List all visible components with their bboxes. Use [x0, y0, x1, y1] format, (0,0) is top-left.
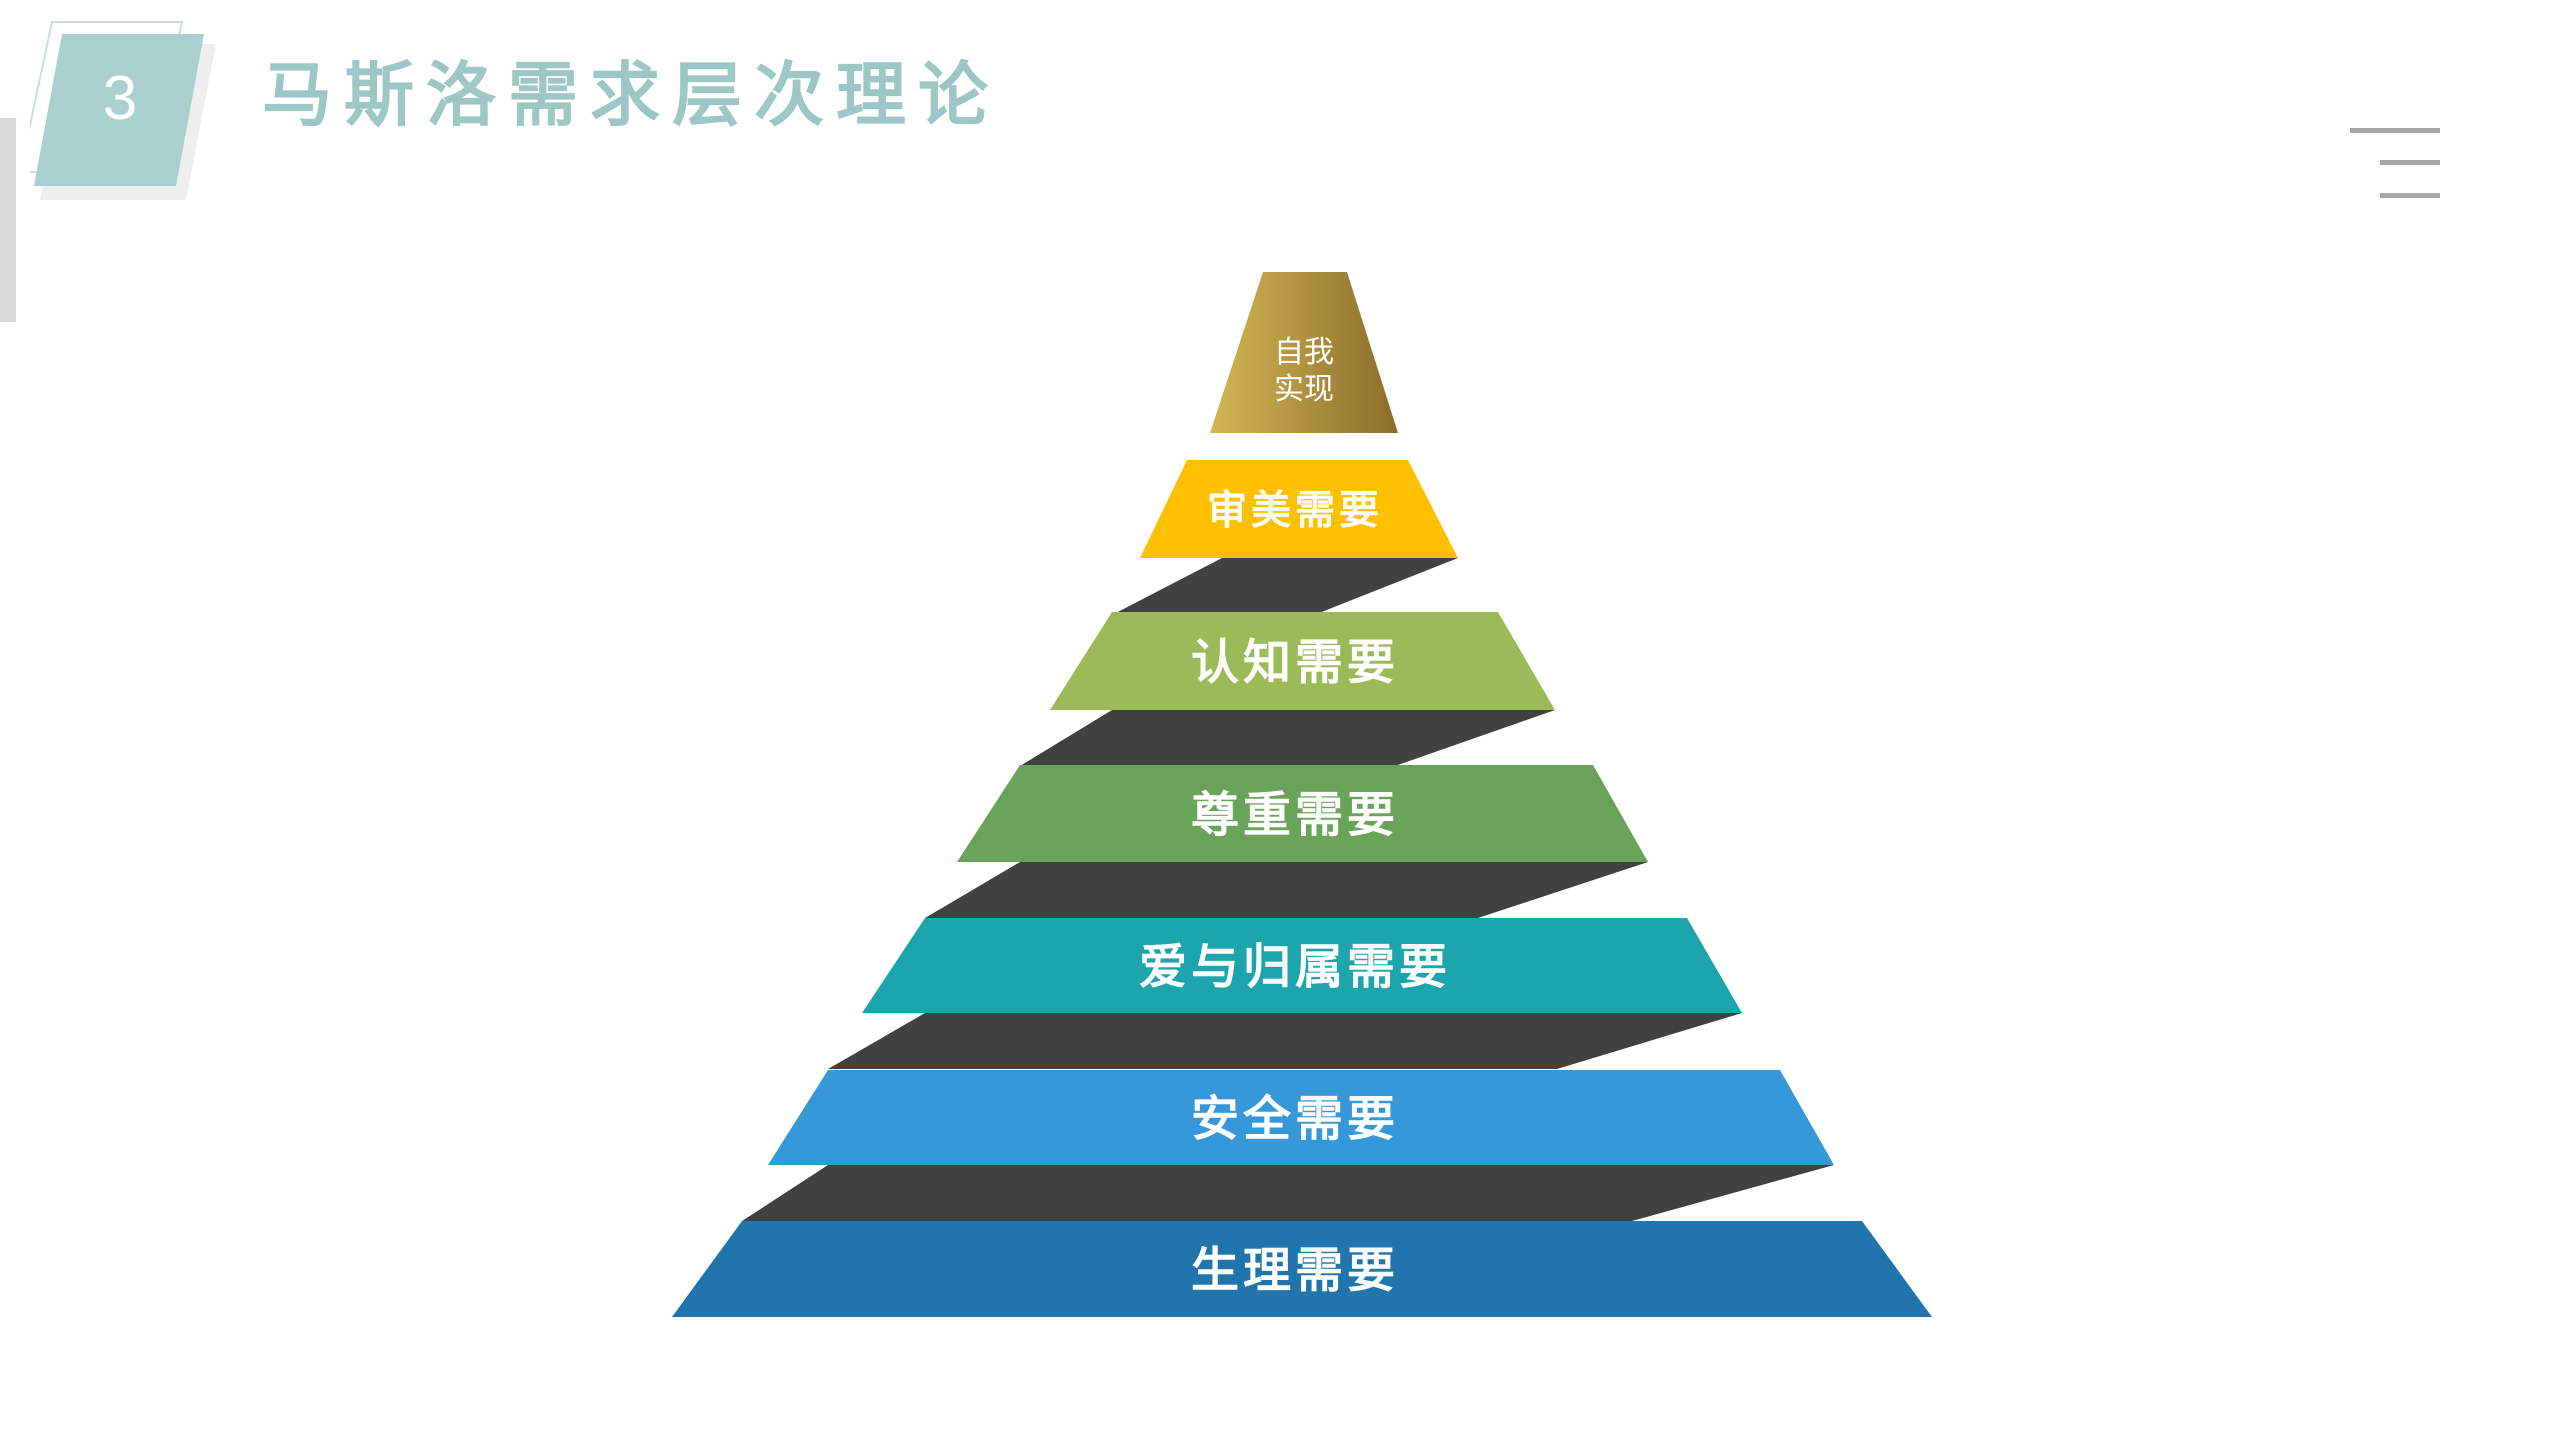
tier-label-3: 尊重需要 — [1191, 787, 1399, 843]
menu-line-1 — [2350, 128, 2440, 133]
tier-label-4: 爱与归属需要 — [1139, 939, 1451, 995]
menu-line-3 — [2380, 193, 2440, 198]
connector-band-1 — [1112, 558, 1458, 615]
tier-band-3 — [957, 765, 1648, 862]
menu-icon[interactable] — [2350, 128, 2450, 203]
badge-fill — [34, 34, 204, 186]
connector-band-3 — [925, 862, 1648, 918]
tier-label-6: 生理需要 — [1191, 1242, 1399, 1298]
tier-label-5: 安全需要 — [1191, 1091, 1399, 1147]
top-label-line2: 实现 — [1274, 372, 1334, 407]
connector-bands — [742, 558, 1834, 1221]
tier-band-4 — [862, 918, 1742, 1013]
tier-band-1 — [1140, 460, 1458, 558]
left-accent-bar — [0, 118, 16, 322]
page-title: 马斯洛需求层次理论 — [262, 54, 1000, 136]
tier-label-2: 认知需要 — [1191, 634, 1399, 690]
tier-band-2 — [1050, 612, 1555, 710]
tier-label-1: 审美需要 — [1207, 487, 1383, 533]
connector-band-2 — [1020, 710, 1555, 766]
menu-line-2 — [2380, 160, 2440, 165]
section-number: 3 — [102, 64, 138, 133]
connector-band-4 — [828, 1013, 1742, 1069]
tier-self-actualization — [1210, 272, 1398, 433]
tier-band-5 — [768, 1070, 1834, 1165]
section-badge — [30, 21, 216, 200]
tier-band-6 — [672, 1221, 1932, 1317]
connector-band-5 — [742, 1165, 1834, 1221]
top-label-line1: 自我 — [1274, 335, 1334, 370]
